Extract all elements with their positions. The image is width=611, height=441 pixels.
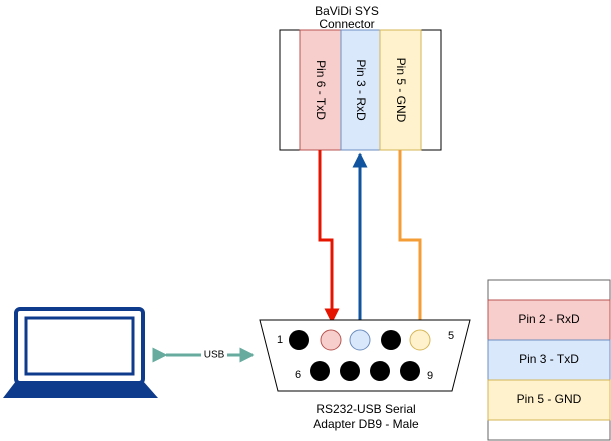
laptop-icon [3,307,158,398]
legend-item-txd [487,339,611,381]
connector-pin-gnd [379,29,422,151]
db9-shell [259,319,471,392]
txd-wire [318,150,340,324]
db9-pin-6 [310,361,330,381]
legend-item-txd-label: Pin 3 - TxD [519,352,579,366]
db9-number-1: 1 [277,334,283,346]
db9-number-9: 9 [427,370,433,382]
db9-pin-3 [349,329,371,351]
db9-number-5: 5 [448,330,454,342]
connector-pin-txd-label: Pin 6 - TxD [314,60,328,120]
gnd-wire [398,150,422,332]
db9-pin-1 [289,330,309,350]
connector-pin-rxd [340,29,381,151]
connector-title-line1: BaViDi SYS [315,4,379,18]
db9-pin-4 [381,330,401,350]
legend-item-rxd [487,299,611,341]
db9-pin-5 [409,329,431,351]
connector-title-line2: Connector [319,17,374,31]
db9-pin-7 [340,361,360,381]
connector-pin-txd [299,29,342,151]
db9-pin-8 [370,361,390,381]
usb-label: USB [204,350,225,361]
adapter-label-line2: Adapter DB9 - Male [313,417,419,431]
legend-item-gnd [487,379,611,421]
connector-pin-rxd-label: Pin 3 - RxD [354,59,368,121]
db9-pin-2 [320,329,342,351]
adapter-label-line1: RS232-USB Serial [316,402,415,416]
db9-pin-9 [400,361,420,381]
db9-number-6: 6 [295,369,301,381]
usb-label-bg [201,348,227,361]
legend-item-gnd-label: Pin 5 - GND [517,392,582,406]
connector-pin-gnd-label: Pin 5 - GND [394,58,408,123]
legend-item-rxd-label: Pin 2 - RxD [518,312,580,326]
